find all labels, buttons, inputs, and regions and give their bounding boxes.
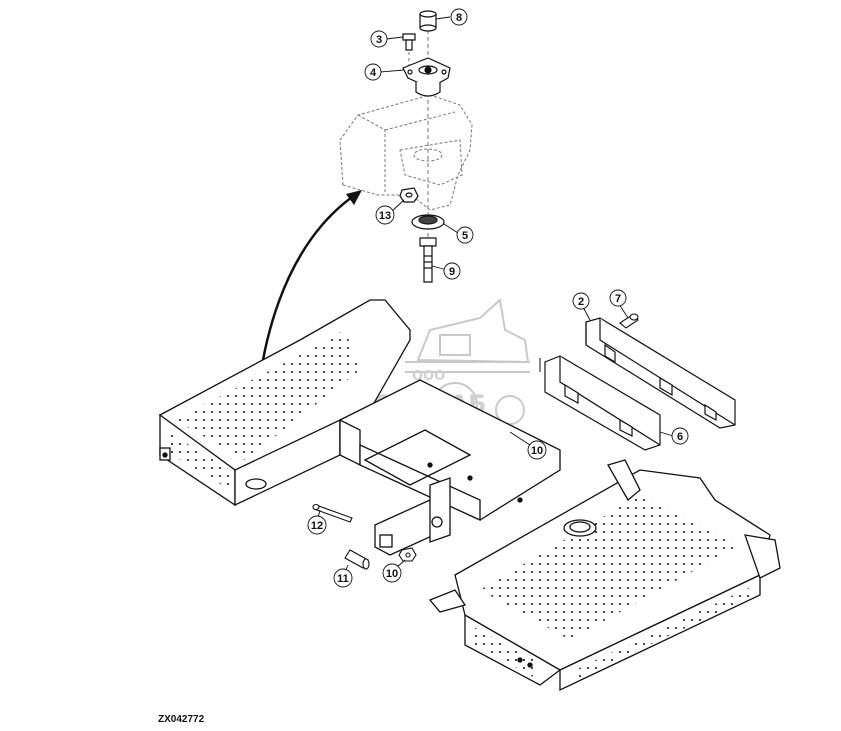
callout-5-label: 5 [462, 230, 468, 242]
callout-13: 13 [375, 205, 395, 225]
main-frame-left-platform [158, 299, 411, 507]
callout-3: 3 [370, 30, 388, 48]
callout-10-lower: 10 [382, 563, 402, 583]
callout-2-label: 2 [578, 296, 584, 308]
main-frame-right-platform [428, 459, 781, 692]
callout-9: 9 [443, 262, 461, 280]
part-11-sleeve [344, 549, 370, 570]
callout-11: 11 [333, 568, 353, 588]
callout-8: 8 [450, 8, 468, 26]
callout-12-label: 12 [311, 520, 323, 532]
callout-10-upper: 10 [527, 440, 547, 460]
location-arrow-head [346, 190, 362, 205]
callout-6: 6 [671, 427, 689, 445]
callout-13-label: 13 [379, 210, 391, 222]
callout-4: 4 [364, 63, 382, 81]
callout-7: 7 [609, 289, 627, 307]
callout-8-label: 8 [456, 12, 462, 24]
callout-9-label: 9 [449, 266, 455, 278]
part-7-screw [619, 313, 639, 329]
part-5-washer [411, 214, 445, 230]
part-3-bolt [402, 33, 416, 51]
part-4-isolator-mount [402, 57, 451, 97]
callout-10-lower-label: 10 [386, 568, 398, 580]
callout-7-label: 7 [615, 293, 621, 305]
callout-12: 12 [307, 515, 327, 535]
part-6-lower-rail [544, 355, 661, 451]
diagram-reference-code: ZX042772 [158, 714, 205, 725]
callout-11-label: 11 [337, 573, 349, 585]
part-13-nut [399, 187, 419, 203]
engine-mount-housing-outline [339, 94, 473, 211]
callout-10-upper-label: 10 [531, 445, 543, 457]
part-12-pin [312, 503, 353, 523]
part-9-long-bolt [419, 237, 437, 283]
callout-6-label: 6 [677, 431, 683, 443]
part-2-upper-rail [585, 317, 736, 429]
callout-3-label: 3 [376, 34, 382, 46]
callout-4-label: 4 [370, 67, 377, 79]
part-10-nut-lower [398, 547, 417, 562]
frame-pivot-bracket [374, 477, 451, 556]
part-8-cap [419, 10, 437, 32]
callout-5: 5 [456, 226, 474, 244]
callout-2: 2 [572, 292, 590, 310]
